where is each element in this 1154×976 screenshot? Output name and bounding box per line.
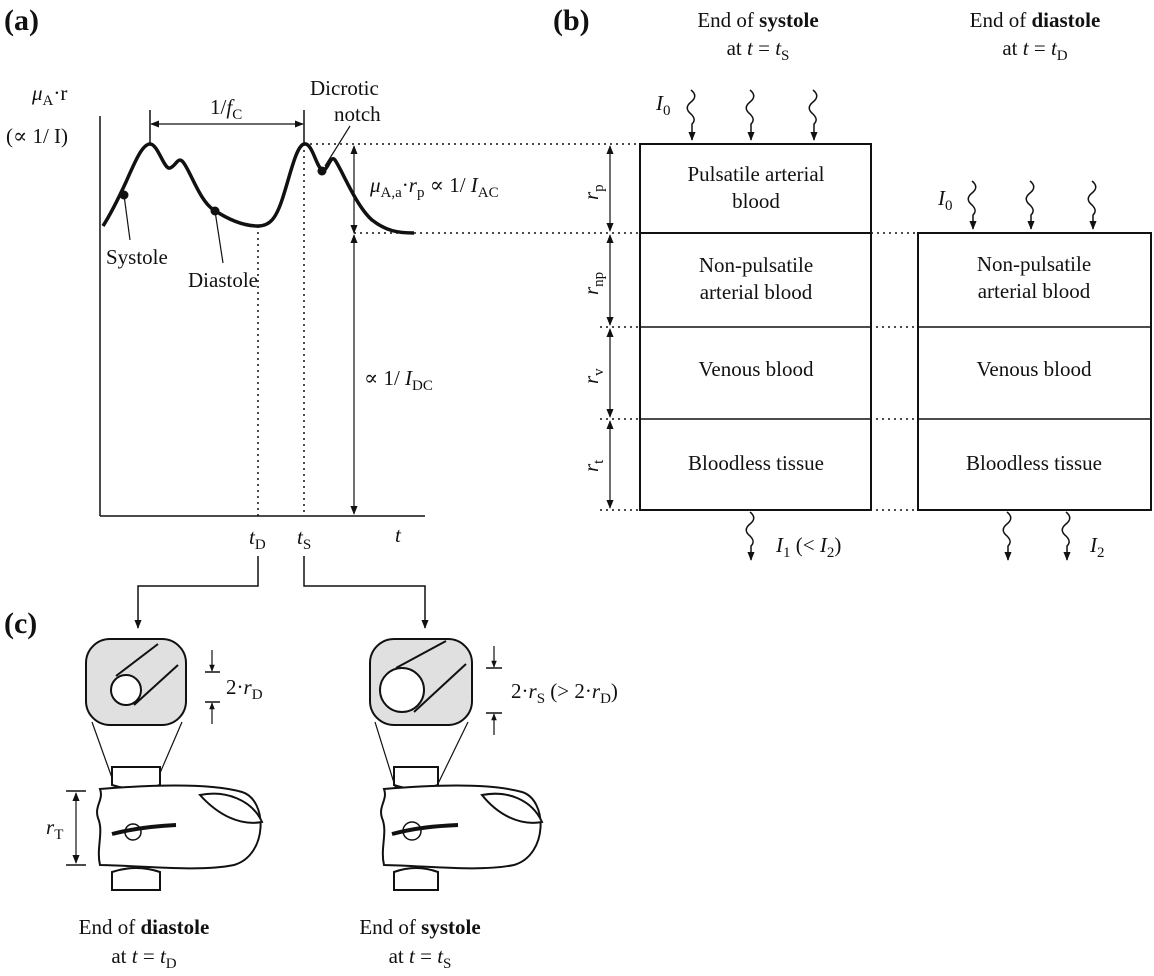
x-axis-label: t (395, 523, 402, 547)
ac-label: μA,a·rp ∝ 1/ IAC (369, 173, 499, 201)
light-in-d2 (1025, 180, 1035, 230)
rp-label: rp (579, 184, 607, 200)
layer-bloodless: Bloodless tissue (688, 451, 824, 475)
vessel-cross-section-systole (379, 667, 425, 713)
period-label: 1/fC (210, 95, 242, 123)
i2-label: I2 (1089, 533, 1105, 561)
detector-systole (393, 867, 439, 891)
light-in-s3 (808, 89, 818, 141)
layer-nonpulsatile-line1: Non-pulsatile (699, 253, 813, 277)
systole-header-line1: End of systole (697, 8, 818, 32)
layer-venous: Venous blood (699, 357, 814, 381)
rv-label: rv (579, 368, 607, 384)
systole-leader (123, 194, 131, 241)
i0-diastole-label: I0 (937, 186, 953, 214)
diastole-stack (917, 232, 1152, 511)
rt-label-c: rT (46, 815, 63, 843)
finger-diastole: rT 2·rD End of diastole at t = tD (46, 638, 264, 972)
caption-systole-line2: at t = tS (389, 944, 452, 972)
artery-systole (391, 823, 459, 836)
panel-label-a: (a) (4, 4, 39, 37)
panel-a-plot: μA·r (∝ 1/ I) Systole Diastole Dicrotic … (6, 76, 499, 553)
ts-to-finger-arrow (303, 556, 429, 629)
dicrotic-label-line1: Dicrotic (310, 76, 379, 100)
finger-systole: 2·rS (> 2·rD) End of systole at t = tS (359, 638, 618, 972)
rnp-label: rnp (579, 272, 607, 295)
dc-label: ∝ 1/ IDC (364, 366, 433, 394)
diameter-systole-label: 2·rS (> 2·rD) (511, 679, 618, 707)
i1-label: I1 (< I2) (775, 533, 841, 561)
caption-diastole-line1: End of diastole (79, 915, 210, 939)
fingernail-systole (480, 792, 544, 824)
dicrotic-label-line2: notch (334, 102, 381, 126)
detector-diastole (111, 867, 161, 891)
light-in-s2 (745, 89, 755, 141)
d-layer-nonpulsatile-line1: Non-pulsatile (977, 252, 1091, 276)
dicrotic-leader (324, 125, 351, 167)
y-axis-label: μA·r (31, 81, 67, 109)
light-in-s1 (686, 89, 696, 141)
layer-nonpulsatile-line2: arterial blood (700, 280, 813, 304)
td-to-finger-arrow (134, 556, 259, 629)
td-label: tD (249, 525, 266, 553)
dicrotic-notch-point (317, 166, 327, 176)
panel-label-c: (c) (4, 607, 37, 640)
caption-systole-line1: End of systole (359, 915, 480, 939)
diastole-header-line1: End of diastole (970, 8, 1101, 32)
diameter-diastole-label: 2·rD (226, 675, 263, 703)
caption-diastole-line2: at t = tD (111, 944, 176, 972)
d-layer-venous: Venous blood (977, 357, 1092, 381)
light-out-d1 (1002, 511, 1012, 561)
y-axis-proportional: (∝ 1/ I) (6, 124, 68, 148)
light-out-d2 (1061, 511, 1071, 561)
d-layer-bloodless: Bloodless tissue (966, 451, 1102, 475)
panel-b-layers: End of systole at t = tS End of diastole… (579, 8, 1152, 561)
ts-label: tS (297, 525, 311, 553)
diastole-header-line2: at t = tD (1002, 36, 1067, 64)
panel-label-b: (b) (553, 4, 590, 37)
light-in-d3 (1087, 180, 1097, 230)
systole-header-line2: at t = tS (727, 36, 790, 64)
i0-systole-label: I0 (655, 91, 671, 119)
fingernail-diastole (198, 792, 264, 824)
diastole-label: Diastole (188, 268, 258, 292)
light-out-systole (745, 511, 755, 561)
light-in-d1 (967, 180, 977, 230)
artery-diastole (111, 823, 177, 836)
vessel-cross-section-diastole (110, 674, 142, 706)
systole-label: Systole (106, 245, 168, 269)
d-layer-nonpulsatile-line2: arterial blood (978, 279, 1091, 303)
panel-c-fingers: rT 2·rD End of diastole at t = tD (46, 556, 618, 972)
layer-pulsatile-line2: blood (732, 189, 780, 213)
layer-pulsatile-line1: Pulsatile arterial (687, 162, 824, 186)
rt-label: rt (579, 459, 607, 472)
diastole-leader (214, 210, 224, 264)
ppg-waveform (101, 142, 415, 235)
